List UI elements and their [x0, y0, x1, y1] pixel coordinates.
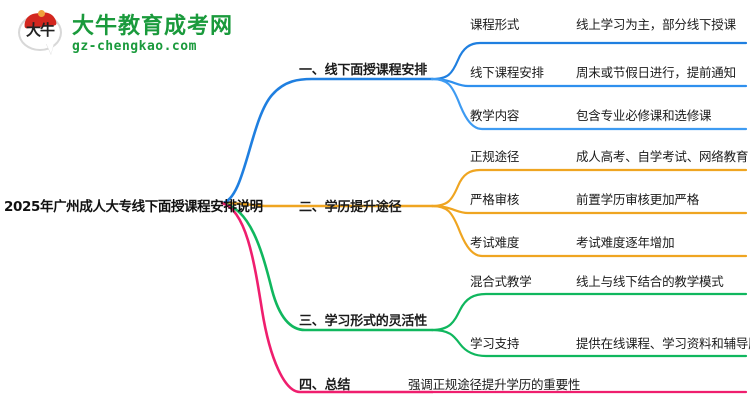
leaf-key-4-1[interactable]: 强调正规途径提升学历的重要性 — [408, 377, 581, 392]
leaf-line-1-3 — [430, 77, 748, 131]
branch-label-2[interactable]: 二、学历提升途径 — [299, 200, 402, 215]
leaf-value-2-3: 考试难度逐年增加 — [576, 235, 675, 250]
leaf-key-1-2[interactable]: 线下课程安排 — [470, 65, 544, 80]
leaf-key-1-3[interactable]: 教学内容 — [470, 108, 520, 123]
branch-line-1 — [220, 77, 434, 205]
branch-line-2 — [220, 201, 434, 208]
mindmap-root-label: 2025年广州成人大专线下面授课程安排说明 — [4, 199, 263, 215]
site-logo: 大牛 大牛教育成考网 gz-chengkao.com — [18, 8, 248, 60]
branch-line-4 — [220, 201, 434, 394]
logo-mark-icon: 大牛 — [18, 10, 64, 56]
branch-label-1[interactable]: 一、线下面授课程安排 — [299, 63, 428, 78]
leaf-line-3-2 — [430, 328, 748, 358]
logo-title: 大牛教育成考网 — [72, 13, 234, 39]
leaf-line-1-1 — [430, 41, 748, 81]
branch-label-3[interactable]: 三、学习形式的灵活性 — [299, 314, 428, 329]
leaf-value-2-1: 成人高考、自学考试、网络教育 — [576, 149, 749, 164]
logo-mark-text: 大牛 — [25, 21, 55, 39]
branch-line-3 — [220, 201, 434, 332]
leaf-value-3-2: 提供在线课程、学习资料和辅导服务 — [576, 336, 750, 351]
leaf-key-1-1[interactable]: 课程形式 — [470, 17, 520, 32]
cap-knob-icon — [38, 10, 45, 17]
leaf-key-3-1[interactable]: 混合式教学 — [470, 274, 532, 289]
leaf-value-1-2: 周末或节假日进行，提前通知 — [576, 65, 736, 80]
logo-text-block: 大牛教育成考网 gz-chengkao.com — [72, 14, 233, 55]
leaf-value-1-3: 包含专业必修课和选修课 — [576, 108, 712, 123]
leaf-value-1-1: 线上学习为主，部分线下授课 — [576, 17, 736, 32]
leaf-key-2-3[interactable]: 考试难度 — [470, 235, 520, 250]
leaf-key-2-2[interactable]: 严格审核 — [470, 192, 520, 207]
leaf-key-2-1[interactable]: 正规途径 — [470, 149, 520, 164]
leaf-value-2-2: 前置学历审核更加严格 — [576, 192, 700, 207]
leaf-line-2-1 — [430, 168, 748, 208]
leaf-key-3-2[interactable]: 学习支持 — [470, 336, 520, 351]
speech-bubble-tail — [46, 43, 54, 54]
leaf-line-3-1 — [430, 292, 748, 332]
logo-domain: gz-chengkao.com — [72, 38, 197, 54]
leaf-value-3-1: 线上与线下结合的教学模式 — [576, 274, 724, 289]
branch-label-4[interactable]: 四、总结 — [299, 378, 351, 393]
leaf-line-2-3 — [430, 204, 748, 258]
